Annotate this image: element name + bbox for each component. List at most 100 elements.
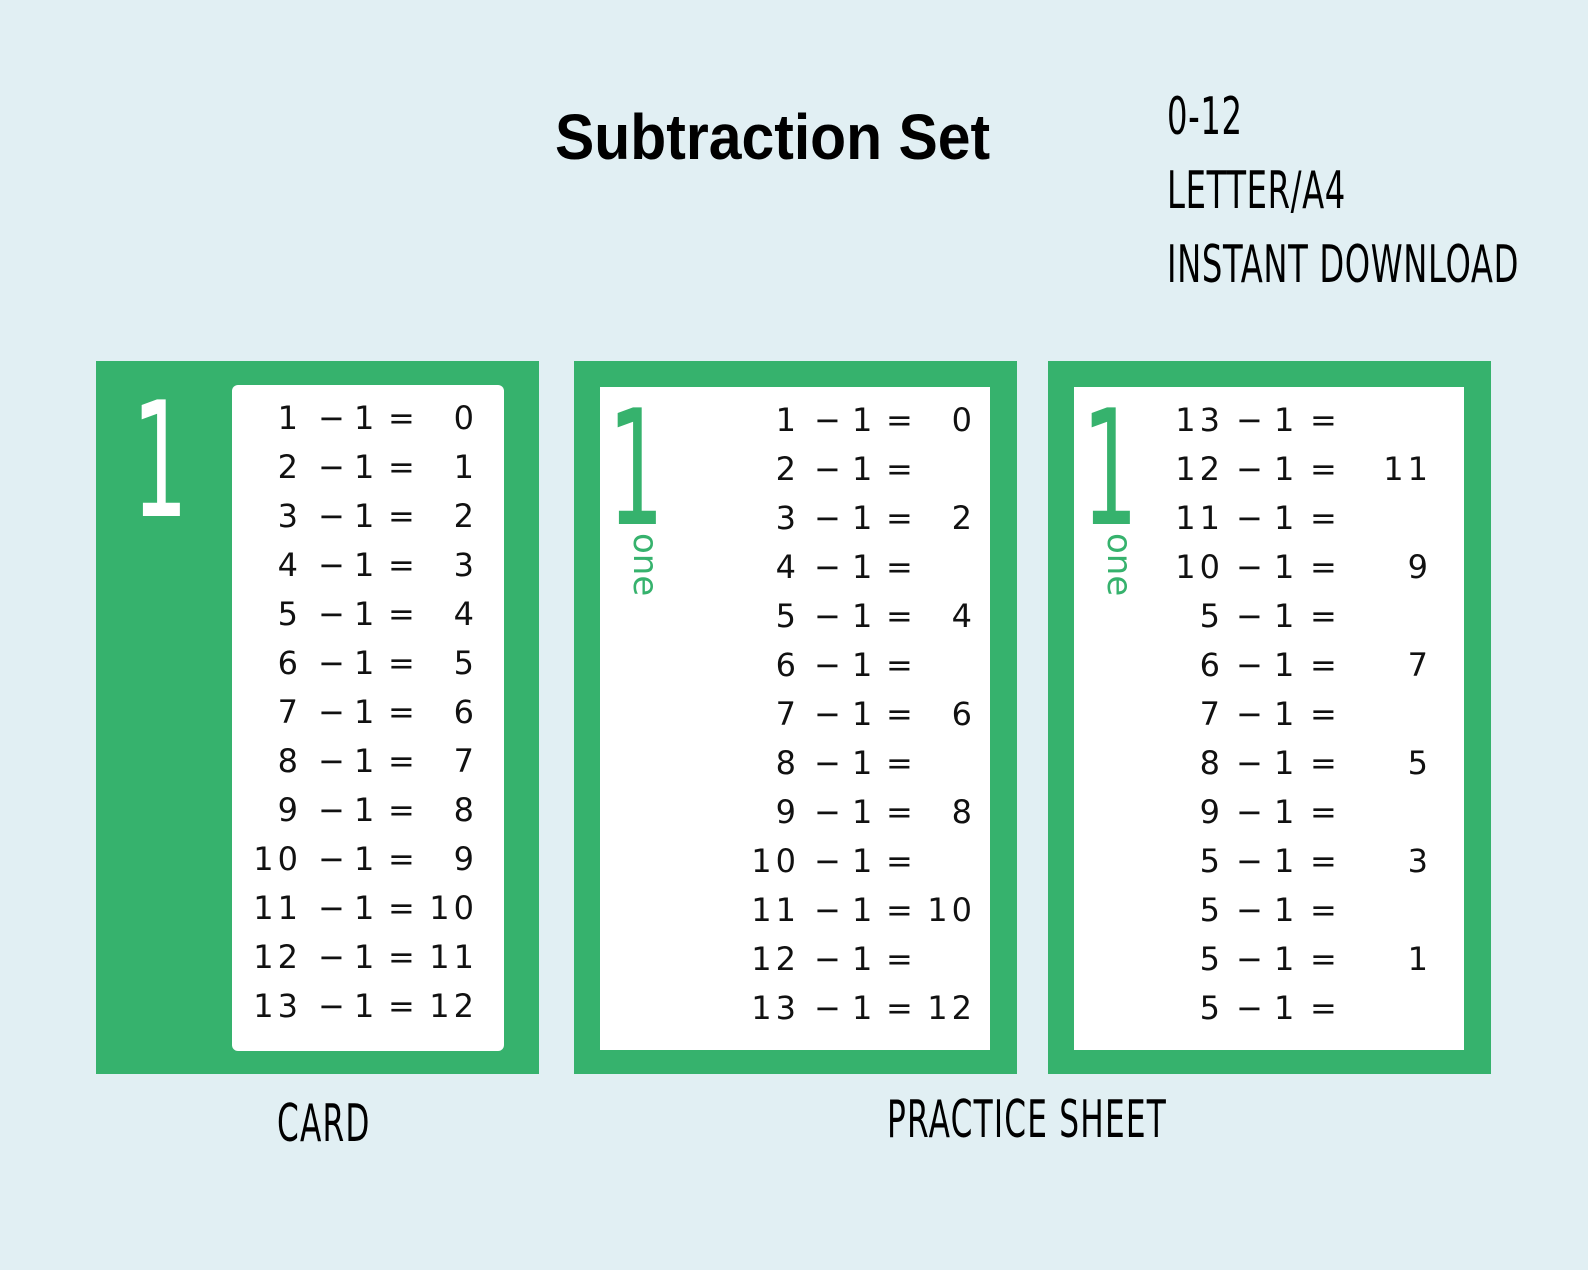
equals-sign: = — [388, 497, 419, 535]
sheet-number: 1 — [608, 375, 664, 562]
subtrahend: 1 — [1274, 989, 1299, 1027]
equation-row: 8−1=7 — [232, 742, 504, 791]
equation-row: 1−1=0 — [232, 399, 504, 448]
minus-sign: − — [318, 742, 349, 780]
minuend: 7 — [1199, 695, 1224, 733]
info-paper-size: LETTER/A4 — [1167, 161, 1346, 221]
equation-row: 8−1= — [600, 744, 990, 793]
equation-row: 2−1=1 — [232, 448, 504, 497]
equation-row: 7−1= — [1074, 695, 1464, 744]
equals-sign: = — [1310, 989, 1341, 1027]
answer: 2 — [453, 497, 478, 535]
minuend: 2 — [277, 448, 302, 486]
answer: 0 — [453, 399, 478, 437]
subtrahend: 1 — [1274, 842, 1299, 880]
equals-sign: = — [388, 546, 419, 584]
equation-row: 3−1=2 — [600, 499, 990, 548]
answer: 11 — [429, 938, 478, 976]
equation-row: 6−1= — [600, 646, 990, 695]
minus-sign: − — [1236, 646, 1267, 684]
answer: 10 — [429, 889, 478, 927]
equation-row: 9−1=8 — [232, 791, 504, 840]
minuend: 13 — [751, 989, 800, 1027]
subtrahend: 1 — [354, 791, 379, 829]
minuend: 5 — [1199, 989, 1224, 1027]
subtrahend: 1 — [1274, 891, 1299, 929]
minus-sign: − — [1236, 940, 1267, 978]
equation-row: 13−1= — [1074, 401, 1464, 450]
equation-row: 9−1= — [1074, 793, 1464, 842]
answer: 4 — [453, 595, 478, 633]
sheet-number: 1 — [1082, 375, 1138, 562]
subtrahend: 1 — [354, 399, 379, 437]
minuend: 1 — [277, 399, 302, 437]
equals-sign: = — [1310, 891, 1341, 929]
equation-row: 11−1=10 — [232, 889, 504, 938]
minuend: 13 — [1175, 401, 1224, 439]
answer: 3 — [1407, 842, 1432, 880]
minus-sign: − — [318, 448, 349, 486]
minus-sign: − — [318, 497, 349, 535]
subtrahend: 1 — [354, 644, 379, 682]
equals-sign: = — [1310, 450, 1341, 488]
minuend: 10 — [751, 842, 800, 880]
subtrahend: 1 — [354, 742, 379, 780]
minuend: 5 — [775, 597, 800, 635]
minus-sign: − — [1236, 597, 1267, 635]
equation-row: 4−1=3 — [232, 546, 504, 595]
equals-sign: = — [1310, 597, 1341, 635]
equals-sign: = — [1310, 646, 1341, 684]
minuend: 5 — [1199, 940, 1224, 978]
minuend: 5 — [1199, 891, 1224, 929]
minus-sign: − — [814, 695, 845, 733]
minus-sign: − — [1236, 989, 1267, 1027]
minus-sign: − — [318, 791, 349, 829]
equals-sign: = — [388, 987, 419, 1025]
page-title: Subtraction Set — [555, 101, 991, 173]
subtrahend: 1 — [354, 693, 379, 731]
equals-sign: = — [1310, 499, 1341, 537]
minus-sign: − — [814, 842, 845, 880]
answer: 1 — [1407, 940, 1432, 978]
equals-sign: = — [388, 595, 419, 633]
equals-sign: = — [388, 791, 419, 829]
minuend: 10 — [1175, 548, 1224, 586]
subtrahend: 1 — [1274, 793, 1299, 831]
flash-card: 1 one 1−1=02−1=13−1=24−1=35−1=46−1=57−1=… — [96, 361, 539, 1074]
minus-sign: − — [318, 693, 349, 731]
equation-row: 6−1=7 — [1074, 646, 1464, 695]
equals-sign: = — [388, 644, 419, 682]
subtrahend: 1 — [852, 744, 877, 782]
equals-sign: = — [1310, 793, 1341, 831]
practice-caption: PRACTICE SHEET — [887, 1090, 1168, 1150]
equation-row: 5−1= — [1074, 891, 1464, 940]
minus-sign: − — [814, 744, 845, 782]
equation-row: 1−1=0 — [600, 401, 990, 450]
equals-sign: = — [1310, 401, 1341, 439]
minus-sign: − — [814, 401, 845, 439]
answer: 5 — [453, 644, 478, 682]
equation-row: 12−1=11 — [232, 938, 504, 987]
minuend: 5 — [277, 595, 302, 633]
subtrahend: 1 — [852, 450, 877, 488]
answer: 11 — [1383, 450, 1432, 488]
equals-sign: = — [886, 499, 917, 537]
minuend: 8 — [277, 742, 302, 780]
minuend: 8 — [775, 744, 800, 782]
minus-sign: − — [814, 548, 845, 586]
equals-sign: = — [388, 889, 419, 927]
answer: 2 — [951, 499, 976, 537]
subtrahend: 1 — [1274, 695, 1299, 733]
answer: 12 — [927, 989, 976, 1027]
equation-row: 7−1=6 — [232, 693, 504, 742]
equals-sign: = — [886, 597, 917, 635]
subtrahend: 1 — [852, 401, 877, 439]
subtrahend: 1 — [1274, 499, 1299, 537]
answer: 7 — [1407, 646, 1432, 684]
equals-sign: = — [886, 450, 917, 488]
minus-sign: − — [318, 595, 349, 633]
equals-sign: = — [886, 793, 917, 831]
minus-sign: − — [318, 889, 349, 927]
minuend: 7 — [277, 693, 302, 731]
equation-row: 5−1=3 — [1074, 842, 1464, 891]
